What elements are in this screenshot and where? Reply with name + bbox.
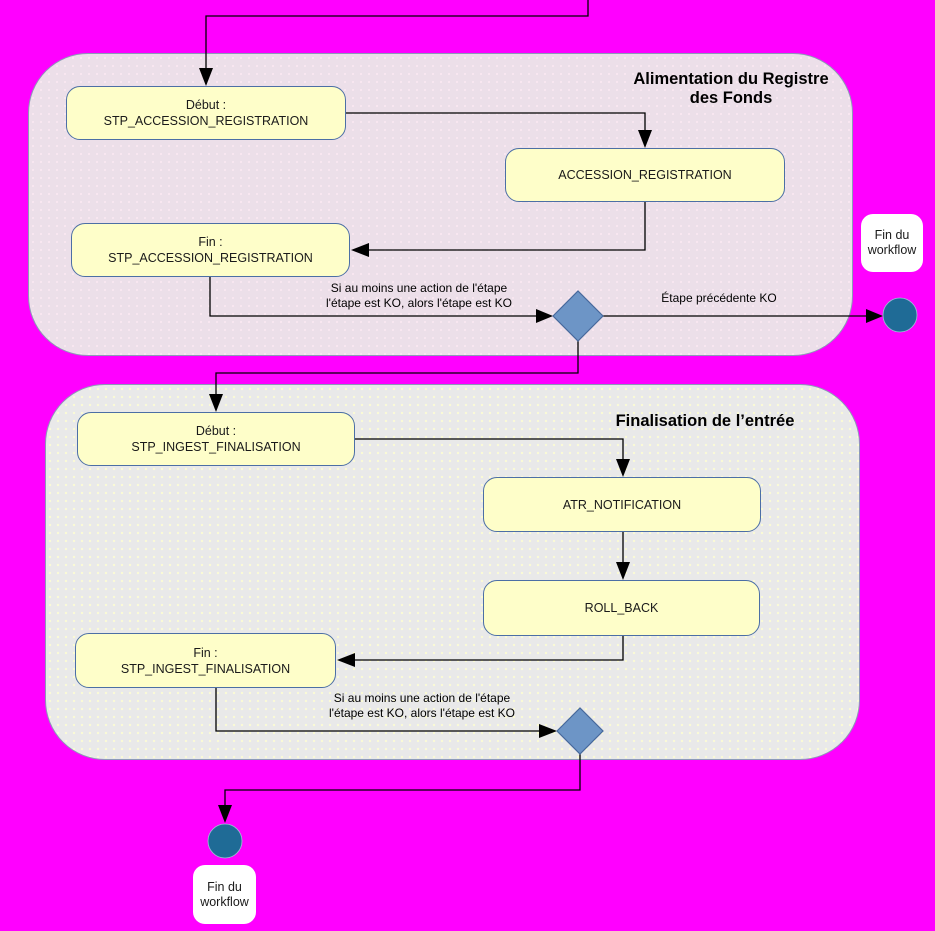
end-workflow-label-top: Fin du workflow — [861, 214, 923, 272]
node-label-line: Fin : — [193, 645, 218, 660]
edge-label-line: l'étape est KO, alors l'étape est KO — [325, 295, 512, 310]
node-atr-notification: ATR_NOTIFICATION — [483, 477, 761, 532]
node-label-line: Début : — [195, 424, 237, 438]
node-end-ingest-finalisation: Fin : STP_INGEST_FINALISATION — [75, 633, 336, 688]
edge-label-ko-condition-bottom: Si au moins une action de l'étape l'étap… — [302, 691, 542, 720]
edge-label-line: l'étape est KO, alors l'étape est KO — [328, 705, 515, 720]
node-end-accession-registration: Fin : STP_ACCESSION_REGISTRATION — [71, 223, 350, 277]
end-workflow-terminal-bottom — [207, 823, 243, 859]
edge-label-line: Si au moins une action de l'étape — [330, 281, 508, 295]
node-label-line: STP_INGEST_FINALISATION — [120, 661, 291, 676]
node-label-line: STP_ACCESSION_REGISTRATION — [103, 114, 309, 128]
edge-label-previous-step-ko: Étape précédente KO — [661, 291, 777, 305]
edge-label-ko-condition-top: Si au moins une action de l'étape l'étap… — [299, 281, 539, 310]
end-workflow-label-bottom: Fin du workflow — [193, 865, 256, 924]
region-title-finalisation: Finalisation de l’entrée — [615, 412, 795, 430]
connector-decision-to-end-workflow-bottom — [224, 754, 581, 805]
node-label-line: ATR_NOTIFICATION — [562, 497, 682, 512]
node-label-line: ACCESSION_REGISTRATION — [558, 168, 732, 182]
node-label-line: Fin : — [198, 235, 223, 249]
node-label-line: Début : — [185, 98, 227, 112]
node-accession-registration: ACCESSION_REGISTRATION — [505, 148, 785, 202]
node-label-line: STP_INGEST_FINALISATION — [131, 440, 301, 454]
node-label-line: STP_ACCESSION_REGISTRATION — [108, 251, 313, 265]
node-start-ingest-finalisation: Début : STP_INGEST_FINALISATION — [77, 412, 355, 466]
edge-label-line: Si au moins une action de l'étape — [333, 691, 511, 705]
node-roll-back: ROLL_BACK — [483, 580, 760, 636]
node-label-line: ROLL_BACK — [584, 601, 659, 615]
arrowhead-right — [866, 309, 883, 323]
node-start-accession-registration: Début : STP_ACCESSION_REGISTRATION — [66, 86, 346, 140]
end-workflow-terminal-top — [882, 297, 918, 333]
region-title-accession: Alimentation du Registre des Fonds — [633, 70, 829, 107]
arrowhead-down — [218, 805, 232, 823]
